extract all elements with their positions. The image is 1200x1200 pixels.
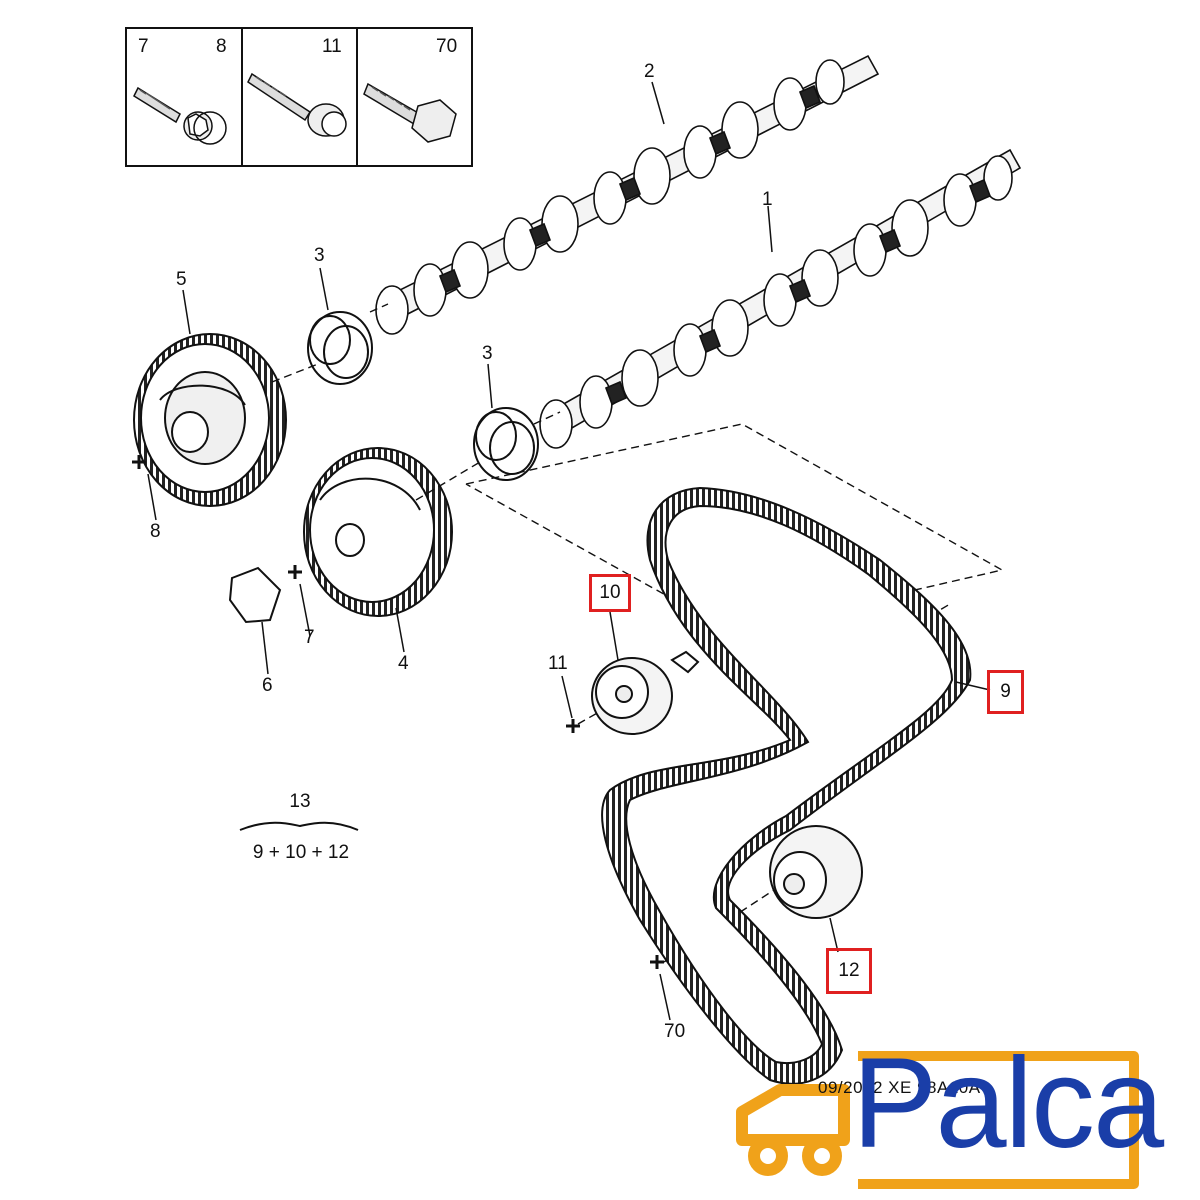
- callout-7: 7: [304, 627, 315, 648]
- oil-seal-lower: [473, 407, 539, 481]
- fastener-cell-label-8: 8: [216, 36, 227, 57]
- callout-12-highlight: 12: [826, 948, 872, 994]
- brand-logo: Palca: [730, 1040, 1164, 1188]
- bolt-70-icon: [363, 82, 457, 143]
- fastener-table: [125, 27, 473, 167]
- callout-70: 70: [664, 1021, 686, 1042]
- tensioner-pulley-10: [591, 650, 700, 735]
- diagram-reference-code: 09/2002 XE 98A10A: [818, 1078, 981, 1097]
- callout-1: 1: [762, 189, 773, 210]
- oil-seal-upper: [307, 311, 373, 385]
- callout-11: 11: [548, 653, 568, 674]
- camshaft-lower: [539, 148, 1022, 449]
- truck-logo-icon: [736, 1051, 1139, 1189]
- bolt-11-icon: [247, 72, 347, 137]
- callout-9-highlight: 9: [987, 670, 1024, 714]
- callout-3-lower: 3: [482, 343, 493, 364]
- callout-5: 5: [176, 269, 187, 290]
- callout-12: 12: [838, 960, 860, 981]
- fastener-cell-label-70: 70: [436, 36, 458, 57]
- idler-pulley-12: [769, 825, 863, 919]
- camshaft-sprocket-4: [303, 447, 453, 617]
- kit-brace: [239, 821, 359, 831]
- fastener-markers: [132, 455, 664, 969]
- bolt-7-8-icon: [133, 86, 227, 145]
- callout-10: 10: [599, 582, 621, 603]
- camshaft-sprocket-5: [133, 333, 287, 507]
- fastener-cell-label-11: 11: [322, 36, 342, 57]
- camshaft-upper: [375, 54, 880, 335]
- callout-10-highlight: 10: [589, 574, 631, 612]
- kit-contents: 9 + 10 + 12: [252, 842, 350, 863]
- kit-number: 13: [289, 791, 311, 812]
- fastener-cell-label-7: 7: [138, 36, 149, 57]
- callout-9: 9: [1000, 681, 1011, 702]
- timing-belt-9: [601, 486, 972, 1085]
- leader-lines: [147, 81, 991, 1021]
- callout-3-upper: 3: [314, 245, 325, 266]
- callout-8: 8: [150, 521, 161, 542]
- brand-name: Palca: [852, 1032, 1164, 1175]
- callout-4: 4: [398, 653, 409, 674]
- blanking-plug-6: [228, 566, 282, 624]
- callout-6: 6: [262, 675, 273, 696]
- callout-2: 2: [644, 61, 655, 82]
